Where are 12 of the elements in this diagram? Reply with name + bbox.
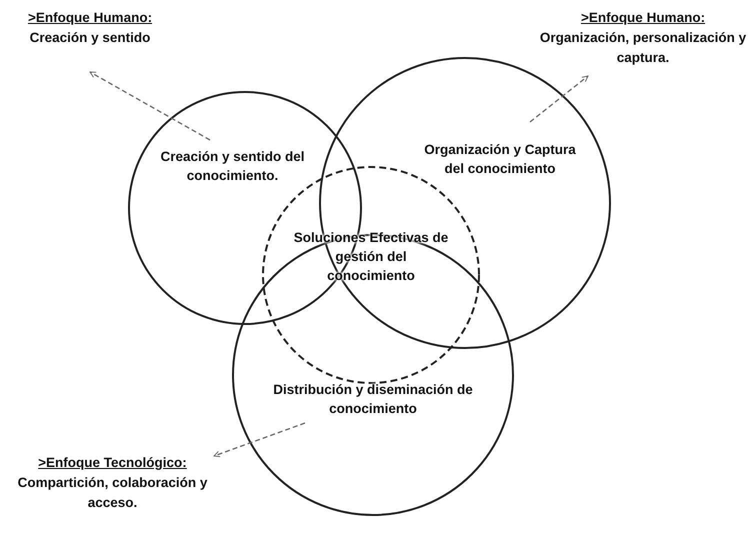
annotation-text: Creación y sentido	[28, 29, 152, 47]
annotation-heading: >Enfoque Humano:	[580, 9, 706, 27]
leader-arrow	[530, 76, 588, 122]
annotation-heading: >Enfoque Tecnológico:	[37, 454, 188, 472]
leader-arrow	[90, 71, 210, 141]
annotation-text: Compartición, colaboración y acceso.	[16, 474, 208, 512]
annotation-text: Organización, personalización y captura.	[538, 29, 748, 67]
leader-arrow	[214, 422, 306, 458]
circle-label: Creación y sentido del conocimiento.	[160, 148, 305, 185]
circle-label: Distribución y diseminación de conocimiento	[272, 381, 474, 418]
annotation-heading: >Enfoque Humano:	[26, 9, 154, 27]
circle-label: Organización y Captura del conocimiento	[423, 141, 577, 178]
